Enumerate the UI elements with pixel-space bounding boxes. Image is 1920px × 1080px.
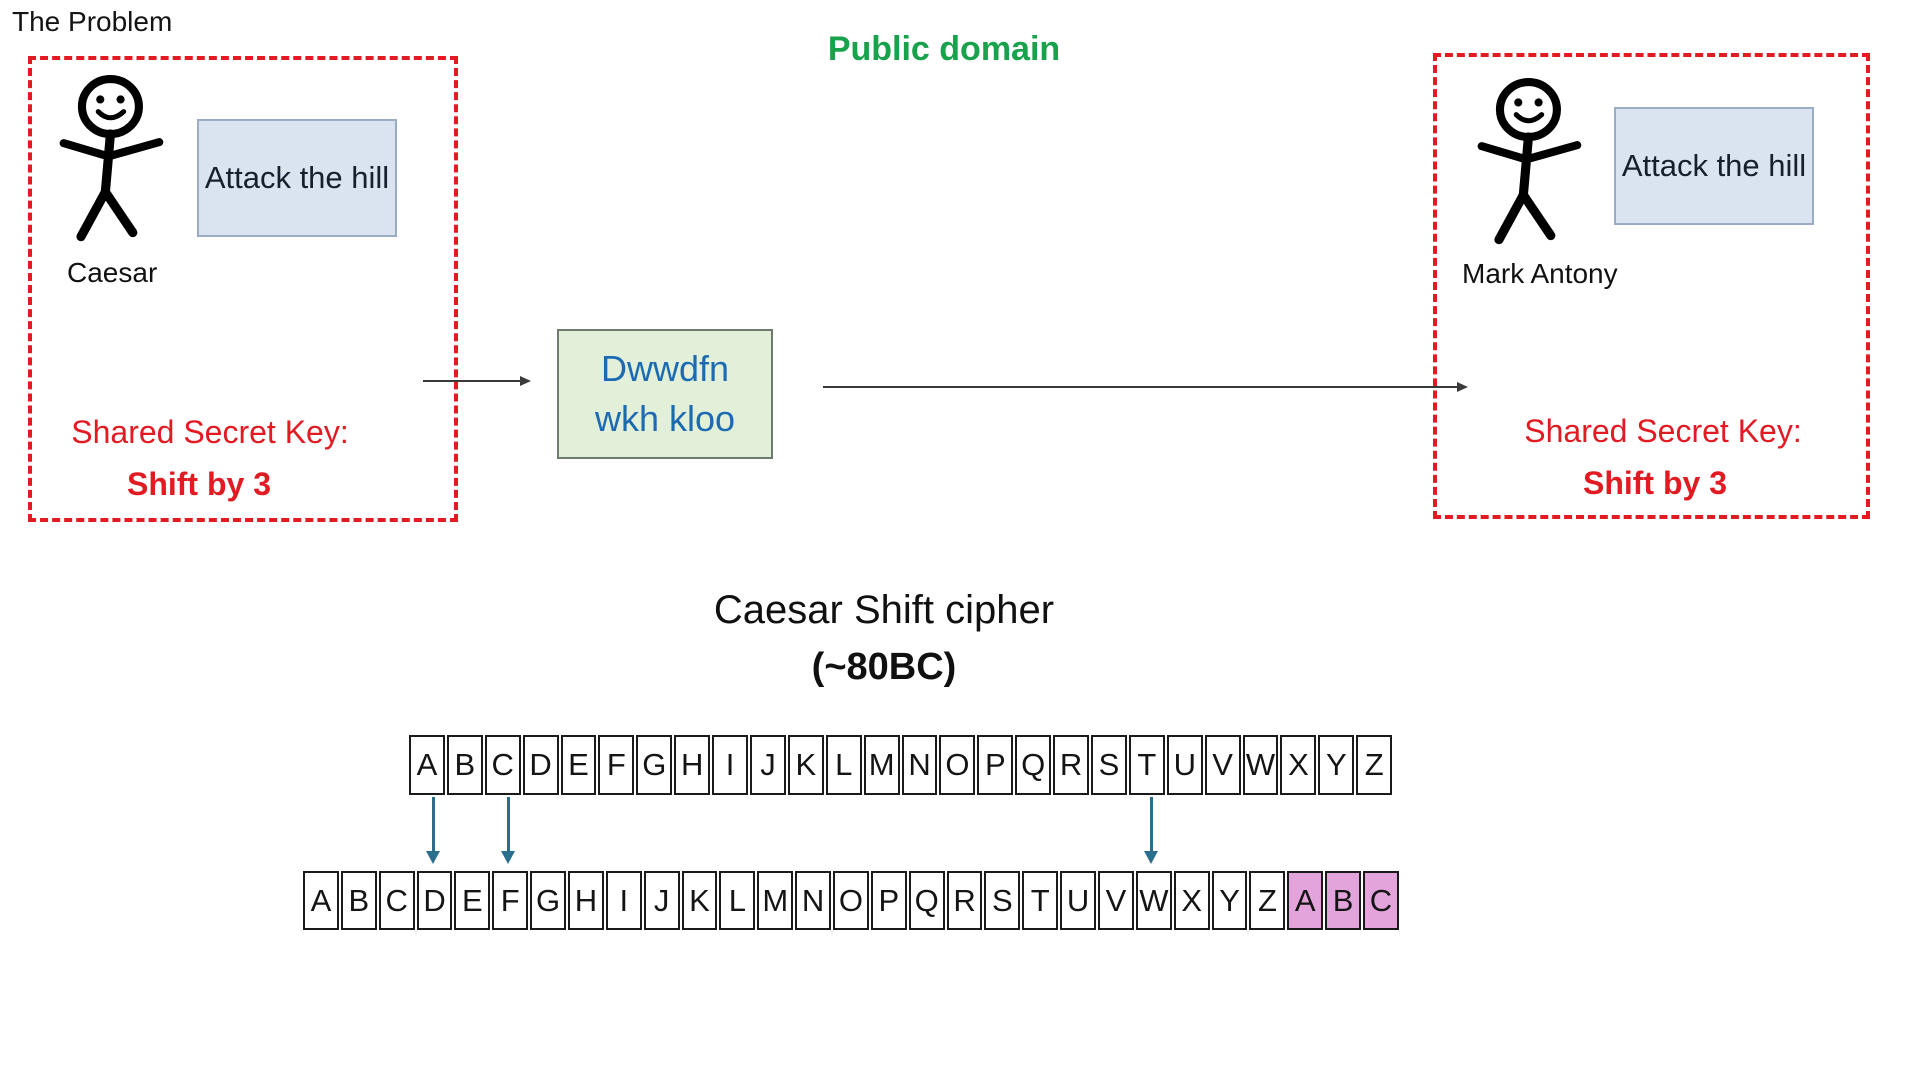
cipher-subtitle: (~80BC) [811, 646, 957, 688]
letter-cell: S [984, 871, 1021, 930]
letter-cell: W [1135, 871, 1172, 930]
send-arrow-icon [423, 376, 531, 386]
letter-cell: T [1128, 735, 1165, 795]
letter-cell: F [598, 735, 635, 795]
ciphertext-line: Dwwdfn [600, 348, 730, 390]
deliver-arrow-icon [823, 382, 1468, 392]
letter-cell: V [1204, 735, 1241, 795]
shift-arrow-a-to-d-icon [425, 797, 440, 864]
letter-cell: T [1022, 871, 1059, 930]
shared-key-label: Shared Secret Key: [1524, 413, 1802, 449]
message-box: Attack the hill [197, 119, 397, 237]
letter-cell: M [863, 735, 900, 795]
letter-cell: D [522, 735, 559, 795]
shift-arrow-c-to-f-icon [501, 797, 516, 864]
letter-cell: L [825, 735, 862, 795]
letter-cell: C [378, 871, 415, 930]
shared-key-value: Shift by 3 [1582, 465, 1727, 501]
actor-name: Caesar [67, 257, 158, 288]
letter-cell: B [446, 735, 483, 795]
letter-cell: I [605, 871, 642, 930]
stick-figure-icon [1475, 75, 1590, 265]
letter-cell: A [303, 871, 339, 930]
stick-figure-icon [57, 72, 172, 262]
letter-cell: O [833, 871, 869, 930]
letter-cell: B [340, 871, 377, 930]
letter-cell: E [454, 871, 491, 930]
letter-cell: Y [1318, 735, 1355, 795]
letter-cell: I [712, 735, 749, 795]
shared-key-label: Shared Secret Key: [71, 414, 349, 450]
message-box: Attack the hill [1614, 107, 1814, 225]
letter-cell: G [530, 871, 567, 930]
letter-cell: H [674, 735, 711, 795]
caesar-secret-panel: Caesar Attack the hill Shared Secret Key… [28, 56, 458, 522]
public-domain-label: Public domain [827, 30, 1061, 68]
letter-cell: V [1098, 871, 1134, 930]
shift-arrow-t-to-w-icon [1143, 797, 1158, 864]
letter-cell: M [757, 871, 794, 930]
letter-cell: J [750, 735, 786, 795]
letter-cell: D [416, 871, 453, 930]
letter-cell: S [1091, 735, 1127, 795]
letter-cell: U [1166, 735, 1203, 795]
ciphertext-line: wkh kloo [594, 398, 736, 439]
letter-cell: N [795, 871, 832, 930]
letter-cell: X [1280, 735, 1317, 795]
letter-cell: K [787, 735, 824, 795]
letter-cell: A [409, 735, 445, 795]
page-title: The Problem [12, 6, 173, 37]
letter-cell: H [568, 871, 604, 930]
wrapped-letter-cell: A [1287, 871, 1324, 930]
letter-cell: R [1053, 735, 1090, 795]
letter-cell: R [946, 871, 983, 930]
ciphertext-box: Dwwdfn wkh kloo [557, 329, 773, 459]
letter-cell: Y [1211, 871, 1248, 930]
letter-cell: Q [908, 871, 945, 930]
letter-cell: W [1242, 735, 1279, 795]
wrapped-letter-cell: C [1363, 871, 1399, 930]
letter-cell: O [939, 735, 976, 795]
letter-cell: C [484, 735, 521, 795]
letter-cell: E [560, 735, 597, 795]
letter-cell: G [636, 735, 673, 795]
shared-key-value: Shift by 3 [126, 466, 271, 502]
mark-antony-secret-panel: Mark Antony Attack the hill Shared Secre… [1433, 53, 1870, 519]
letter-cell: N [901, 735, 938, 795]
cipher-title: Caesar Shift cipher [713, 588, 1055, 632]
letter-cell: Z [1249, 871, 1286, 930]
letter-cell: Z [1356, 735, 1393, 795]
letter-cell: F [492, 871, 529, 930]
letter-cell: P [977, 735, 1014, 795]
letter-cell: K [681, 871, 718, 930]
letter-cell: P [870, 871, 907, 930]
letter-cell: Q [1015, 735, 1052, 795]
actor-name: Mark Antony [1462, 258, 1618, 289]
letter-cell: J [643, 871, 680, 930]
wrapped-letter-cell: B [1325, 871, 1362, 930]
letter-cell: L [719, 871, 756, 930]
letter-cell: X [1173, 871, 1210, 930]
letter-cell: U [1060, 871, 1097, 930]
